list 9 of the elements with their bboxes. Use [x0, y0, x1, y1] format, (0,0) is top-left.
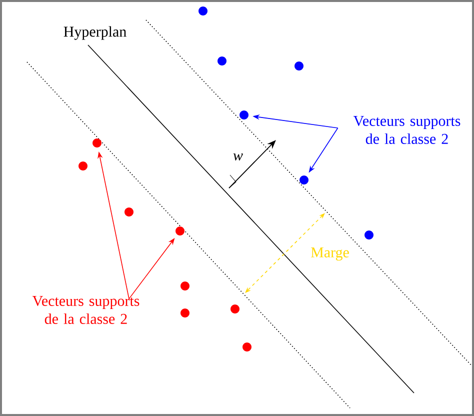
vector-label: w — [233, 154, 243, 161]
support-vector-point — [300, 176, 308, 184]
support-vector-point — [176, 226, 184, 236]
support-vector-point — [240, 110, 248, 120]
support-vector-point — [92, 138, 102, 148]
annotation-text: Vecteurs supports de la classe 2 — [353, 116, 460, 144]
annotation-text: Vecteurs supports de la classe 2 — [32, 296, 140, 324]
hyperplane-label: Hyperplan — [64, 26, 126, 40]
margin-label: Marge — [311, 247, 349, 261]
